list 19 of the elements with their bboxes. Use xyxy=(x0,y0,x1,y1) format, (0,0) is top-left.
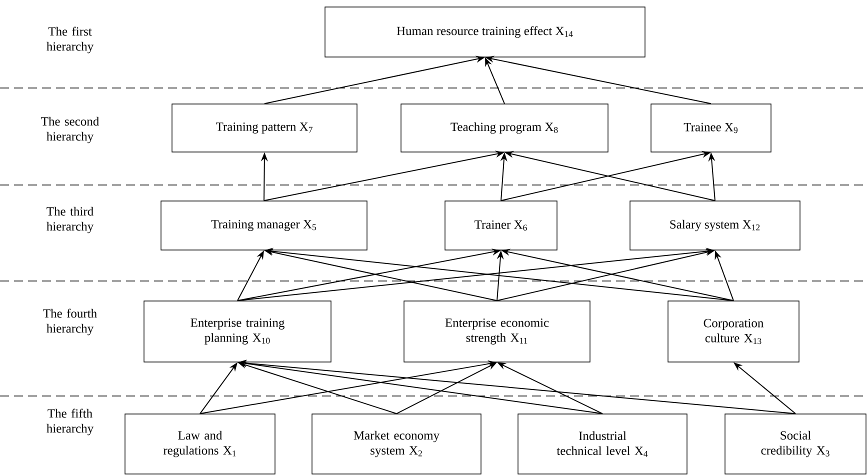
factor-box: Training pattern X$_{7}$ xyxy=(172,104,358,152)
factor-box: Corporation culture X$_{13}$ xyxy=(668,300,800,362)
hierarchy-label: The second hierarchy xyxy=(41,116,100,144)
factor-box: Enterprise economic strength X$_{11}$ xyxy=(404,300,590,362)
factor-box: Trainer X$_{6}$ xyxy=(444,200,558,250)
hierarchy-label: The third hierarchy xyxy=(46,206,94,234)
factor-box: Training manager X$_{5}$ xyxy=(160,200,368,250)
factor-box: Market economy system X$_{2}$ xyxy=(312,414,482,474)
hierarchy-label: The fourth hierarchy xyxy=(43,308,97,336)
factor-box: Law and regulations X$_{1}$ xyxy=(124,414,276,474)
factor-box: Teaching program X$_{8}$ xyxy=(400,104,608,152)
factor-box: Industrial technical level X$_{4}$ xyxy=(518,414,688,474)
hierarchy-label: The fifth hierarchy xyxy=(46,408,94,436)
factor-box: Trainee X$_{9}$ xyxy=(650,104,772,152)
factor-box: Enterprise training planning X$_{10}$ xyxy=(144,300,332,362)
factor-box: Human resource training effect X$_{14}$ xyxy=(324,6,646,58)
factor-box: Salary system X$_{12}$ xyxy=(630,200,800,250)
factor-box: Social credibility X$_{3}$ xyxy=(724,414,866,474)
hierarchy-label: The first hierarchy xyxy=(46,26,94,54)
